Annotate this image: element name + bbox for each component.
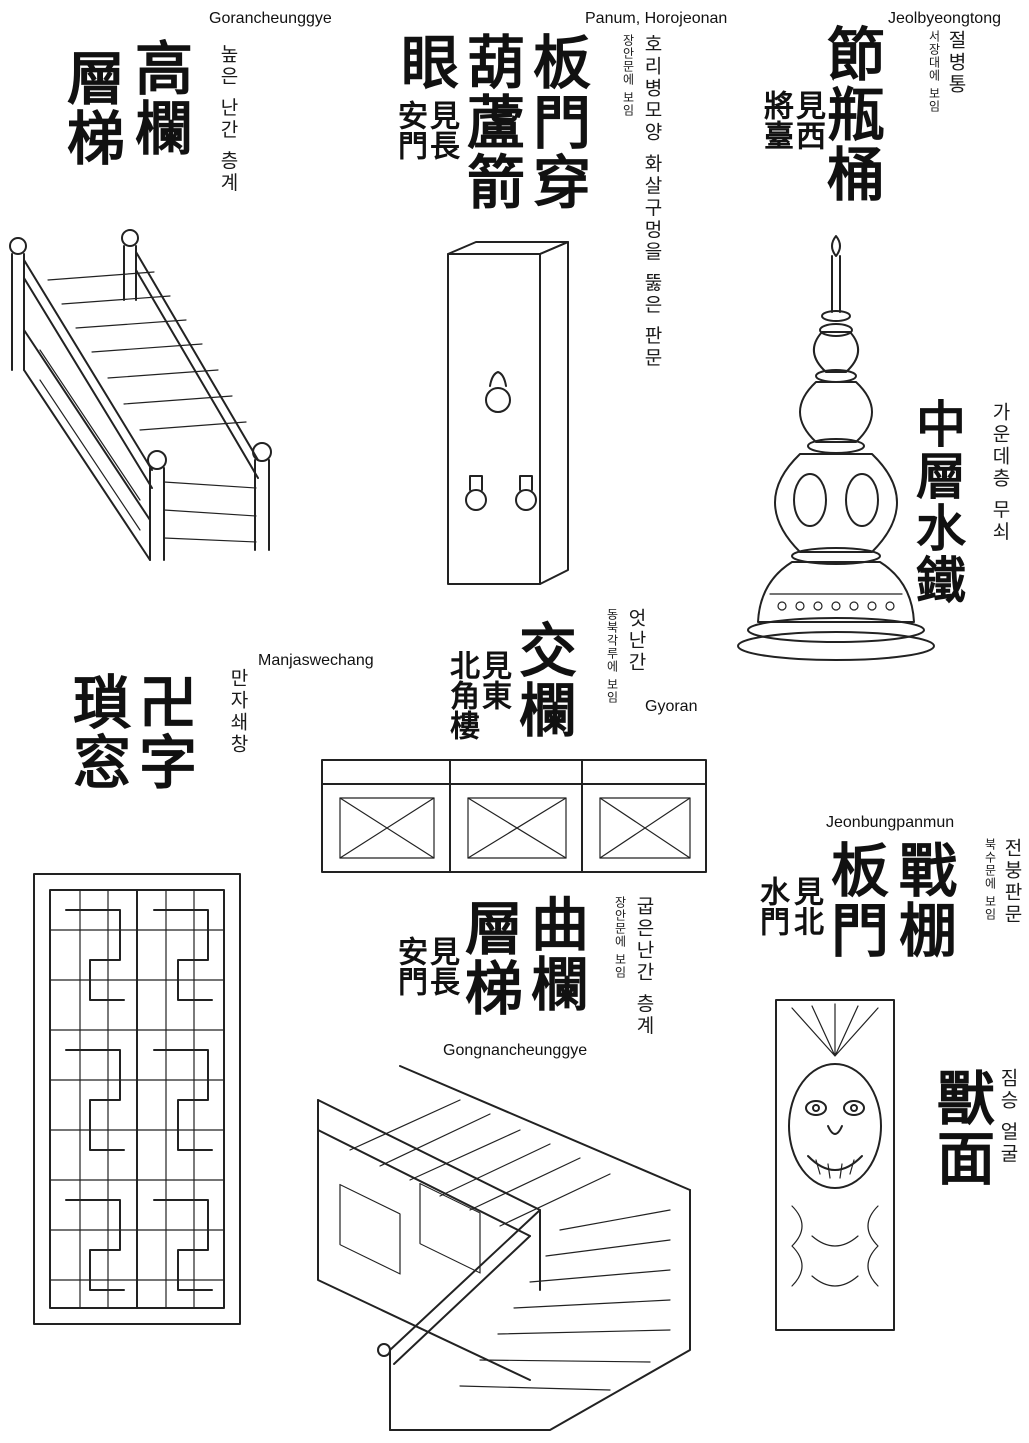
korean-jeolbyeong-main: 절병통 (945, 30, 967, 96)
hanja-manja-col1: 卍字 (129, 672, 197, 792)
hanja-panmun-col4: 見長 (424, 100, 459, 160)
hanja-gyoran-col1: 交欄 (509, 620, 577, 740)
korean-gyoran-sub: 동북각루에 보임 (605, 608, 619, 704)
hanja-goran-col1: 高欄 (125, 38, 193, 158)
label-gongnancheunggye: Gongnancheunggye (443, 1042, 588, 1059)
korean-junggang: 가운데층 무쇠 (989, 402, 1011, 544)
hanja-jeonbung-col4: 水門 (754, 876, 789, 936)
curved-railing-stairs-drawing (317, 1065, 691, 1431)
label-jeonbungpanmun: Jeonbungpanmun (826, 814, 955, 831)
label-manjaswechang: Manjaswechang (258, 652, 374, 669)
korean-gokran-main: 굽은난간 층계 (633, 896, 655, 1038)
hanja-junggang: 中層水鐵 (908, 398, 967, 606)
gourd-arrow-hole-plank-door-drawing (447, 241, 569, 585)
label-gyoran: Gyoran (645, 698, 698, 715)
hanja-jeonbung-col1: 戰棚 (889, 840, 957, 960)
hanja-panmun-col3: 眼 (391, 32, 459, 92)
hanja-panmun-col2: 葫蘆箭 (457, 32, 525, 212)
korean-manja: 만자쇄창 (227, 668, 249, 756)
korean-gokran-sub: 장안문에 보임 (613, 896, 627, 979)
hanja-jeolbyeong-col3: 將臺 (758, 90, 793, 150)
hanja-jeolbyeong-col2: 見西 (790, 90, 825, 150)
finial-vase-drawing (737, 235, 935, 661)
hanja-gokran-col3: 見長 (424, 936, 459, 996)
label-gorancheunggye: Gorancheunggye (209, 10, 332, 27)
hanja-jeolbyeong-col1: 節瓶桶 (817, 24, 885, 204)
hanja-panmun-col5: 安門 (392, 100, 427, 160)
korean-panmun-sub: 장안문에 보임 (621, 34, 635, 117)
hanja-jeonbung-col3: 見北 (788, 876, 823, 936)
korean-gyoran-main: 엇난간 (625, 608, 647, 674)
korean-goran: 높은 난간 층계 (217, 44, 239, 195)
label-jeolbyeongtong: Jeolbyeongtong (888, 10, 1001, 27)
hanja-gokran-col4: 安門 (392, 936, 427, 996)
high-railing-stairs-drawing (9, 229, 272, 561)
swastika-lattice-window-drawing (33, 873, 241, 1325)
hanja-panmun-col1: 板門穿 (523, 32, 591, 212)
hanja-manja-col2: 瑣窓 (63, 672, 131, 792)
hanja-gokran-col1: 曲欄 (521, 894, 589, 1014)
hanja-gyoran-col2: 見東 (476, 650, 511, 710)
hanja-gyoran-col3: 北角樓 (444, 650, 479, 740)
korean-jeonbung-sub: 북수문에 보임 (983, 838, 997, 921)
korean-panmun-main: 호리병모양 화살구멍을 뚫은 판문 (641, 34, 663, 370)
cross-railing-drawing (321, 759, 707, 873)
korean-jeonbung-main: 전붕판문 (1001, 838, 1023, 926)
hanja-goran-col2: 層梯 (57, 48, 125, 168)
label-panum: Panum, Horojeonan (585, 10, 728, 27)
hanja-jeonbung-col2: 板門 (821, 840, 889, 960)
hanja-gokran-col2: 層梯 (455, 898, 523, 1018)
korean-sumyeon: 짐승 얼굴 (997, 1068, 1019, 1166)
korean-jeolbyeong-sub: 서장대에 보임 (927, 30, 941, 113)
beast-face-panel-drawing (775, 999, 895, 1331)
hanja-sumyeon: 獸面 (927, 1068, 995, 1188)
